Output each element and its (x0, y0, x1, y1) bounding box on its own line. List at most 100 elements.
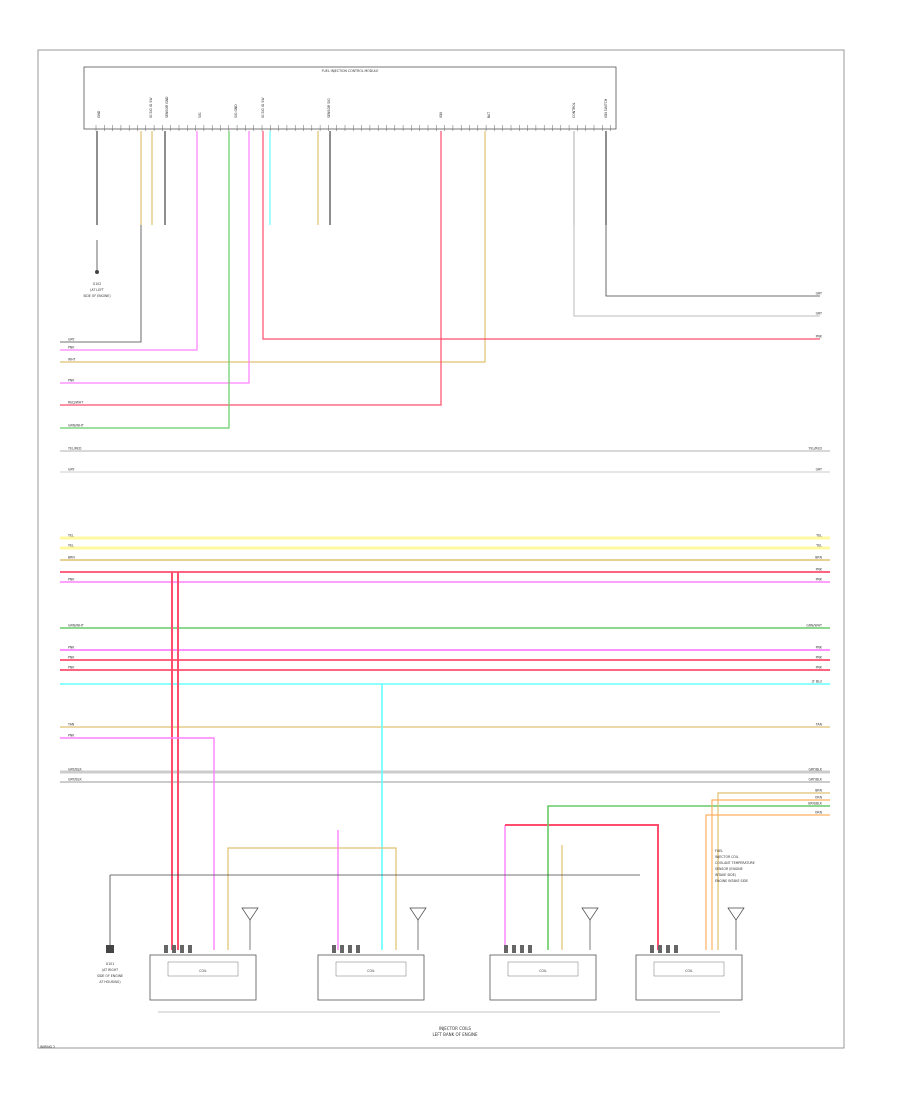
coil-inner (167, 961, 239, 977)
row-label-left: RED/WHT (68, 401, 83, 405)
row-label-right: YEL/RED (809, 447, 823, 451)
row-label-left: GRY/BLK (68, 768, 82, 772)
module-output-wires (60, 131, 820, 429)
wire-gray-route (60, 225, 142, 343)
coil-connector-pin (512, 945, 516, 953)
row-label-right: BRN (815, 789, 822, 793)
row-label-left: GRY (68, 468, 74, 472)
row-label-left: PNK (68, 346, 75, 350)
wire-green-route (60, 225, 230, 429)
diagram-frame (37, 49, 845, 1049)
pin-label-sensor-gnd: SENSOR GND (165, 96, 169, 118)
injector-coils: COIL COIL COIL COIL (149, 907, 745, 1001)
ground-g102-line2: (AT LEFT (90, 288, 104, 292)
row-label-right: PNK (816, 335, 823, 339)
coil-box (317, 954, 425, 1001)
coil-inner (507, 961, 579, 977)
row-label-left: WHT (68, 358, 76, 362)
coil-connector-pin (172, 945, 176, 953)
coil-connector-pin (674, 945, 678, 953)
harness-rows: GRY PNK WHT PNK RED/WHT GRN/WHT YEL/RED GRY YEL Y… (60, 292, 830, 950)
coil-connector-pin (666, 945, 670, 953)
row-label-left: PNK (68, 666, 75, 670)
row-label-left: PNK (68, 656, 75, 660)
row-label-left: PNK (68, 379, 75, 383)
row-label-right: GRN/WHT (806, 624, 822, 628)
ground-g102-line1: G102 (93, 282, 102, 286)
row-label-left: GRY (68, 338, 74, 342)
row-label-right: GRY (816, 312, 822, 316)
coil-inner (335, 961, 407, 977)
note-line-3: COOLANT TEMPERATURE (715, 861, 755, 865)
pin-label-ign-switch: IGN SWITCH (604, 98, 608, 118)
note-line-4: SENSOR (ENGINE (715, 867, 743, 871)
feeder-orange-coil4b (705, 814, 830, 950)
module-pin-ticks (95, 125, 611, 131)
coil-connector-pin (650, 945, 654, 953)
row-label-right: PNK (816, 646, 823, 650)
sensor-note: FUEL INJECTOR COIL COOLANT TEMPERATURE S… (715, 849, 755, 883)
feeder-red-coil3-4 (505, 824, 659, 950)
pin-label-gnd: GND (97, 110, 101, 118)
pin-label-bat: BAT (487, 112, 491, 118)
row-label-left: PNK (68, 646, 75, 650)
row-label-right: PNK (816, 666, 823, 670)
row-label-left: YEL (68, 534, 74, 538)
row-label-right: GRY (816, 292, 822, 296)
row-label-right: GRN/BLK (808, 802, 823, 806)
control-module-box (83, 66, 617, 130)
row-label-left: PNK (68, 734, 75, 738)
coil-connector-pin (504, 945, 508, 953)
spark-plug-icon (409, 907, 427, 921)
feeder-tan-coil1-2 (227, 847, 397, 950)
pin-label-ig-sig-2: IG SIG IG SW (261, 97, 265, 118)
feeder-tan-coil4 (717, 792, 830, 950)
ground-g102: G102 (AT LEFT SIDE OF ENGINE) (83, 240, 111, 298)
pin-label-sig-gnd: SIG GND (234, 104, 238, 118)
coil-label: COIL (199, 969, 207, 973)
ground-g101-line4: AT HOUSING) (99, 980, 120, 984)
coil-connector-pin (348, 945, 352, 953)
row-label-right: GRY/BLK (808, 768, 822, 772)
note-line-1: FUEL (715, 849, 723, 853)
coil-connector-pin (356, 945, 360, 953)
ground-g101-line1: G101 (106, 962, 115, 966)
feeder-green-coil3 (547, 805, 830, 950)
spark-plug-icon (581, 907, 599, 921)
coil-label: COIL (539, 969, 547, 973)
pin-label-ign: IGN (439, 112, 443, 118)
wire-red-route (60, 225, 442, 406)
ground-g101: G101 (AT RIGHT SIDE OF ENGINE AT HOUSING… (97, 875, 123, 984)
coil-connector-pin (164, 945, 168, 953)
row-label-right: LT BLU (812, 680, 823, 684)
coil-label: COIL (367, 969, 375, 973)
row-label-right: ORN (815, 811, 823, 815)
coil-box (149, 954, 257, 1001)
control-module-title: FUEL INJECTION CONTROL MODULE (322, 69, 379, 73)
coil-label: COIL (685, 969, 693, 973)
row-label-right: YEL (816, 534, 822, 538)
coil-connector-pin (188, 945, 192, 953)
row-label-right: YEL (816, 544, 822, 548)
row-label-left: GRN/WHT (68, 424, 84, 428)
coil-box (635, 954, 743, 1001)
coil-connector-pin (520, 945, 524, 953)
coil-connector-pin (332, 945, 336, 953)
row-label-left: TAN (67, 723, 75, 727)
note-line-5: INTAKE SIDE) (715, 873, 736, 877)
coil-connector-pin (180, 945, 184, 953)
module-pin-labels: GND IG SIG IG SW SENSOR GND SIG SIG GND … (97, 96, 608, 118)
row-label-left: GRN/WHT (68, 624, 84, 628)
row-label-left: PNK (68, 578, 75, 582)
wire-tan-route (60, 225, 486, 363)
row-label-right: GRY (816, 468, 822, 472)
note-line-2: INJECTOR COIL (715, 855, 739, 859)
row-label-right: PNK (816, 578, 823, 582)
bottom-caption-line1: INJECTOR COILS (439, 1026, 472, 1031)
row-label-right: ORN (815, 796, 823, 800)
note-line-6: ENGINE INTAKE SIDE (715, 879, 748, 883)
coil-inner (653, 961, 725, 977)
wire-gray-right-route (605, 225, 820, 297)
pin-label-control: CONTROL (572, 102, 576, 118)
